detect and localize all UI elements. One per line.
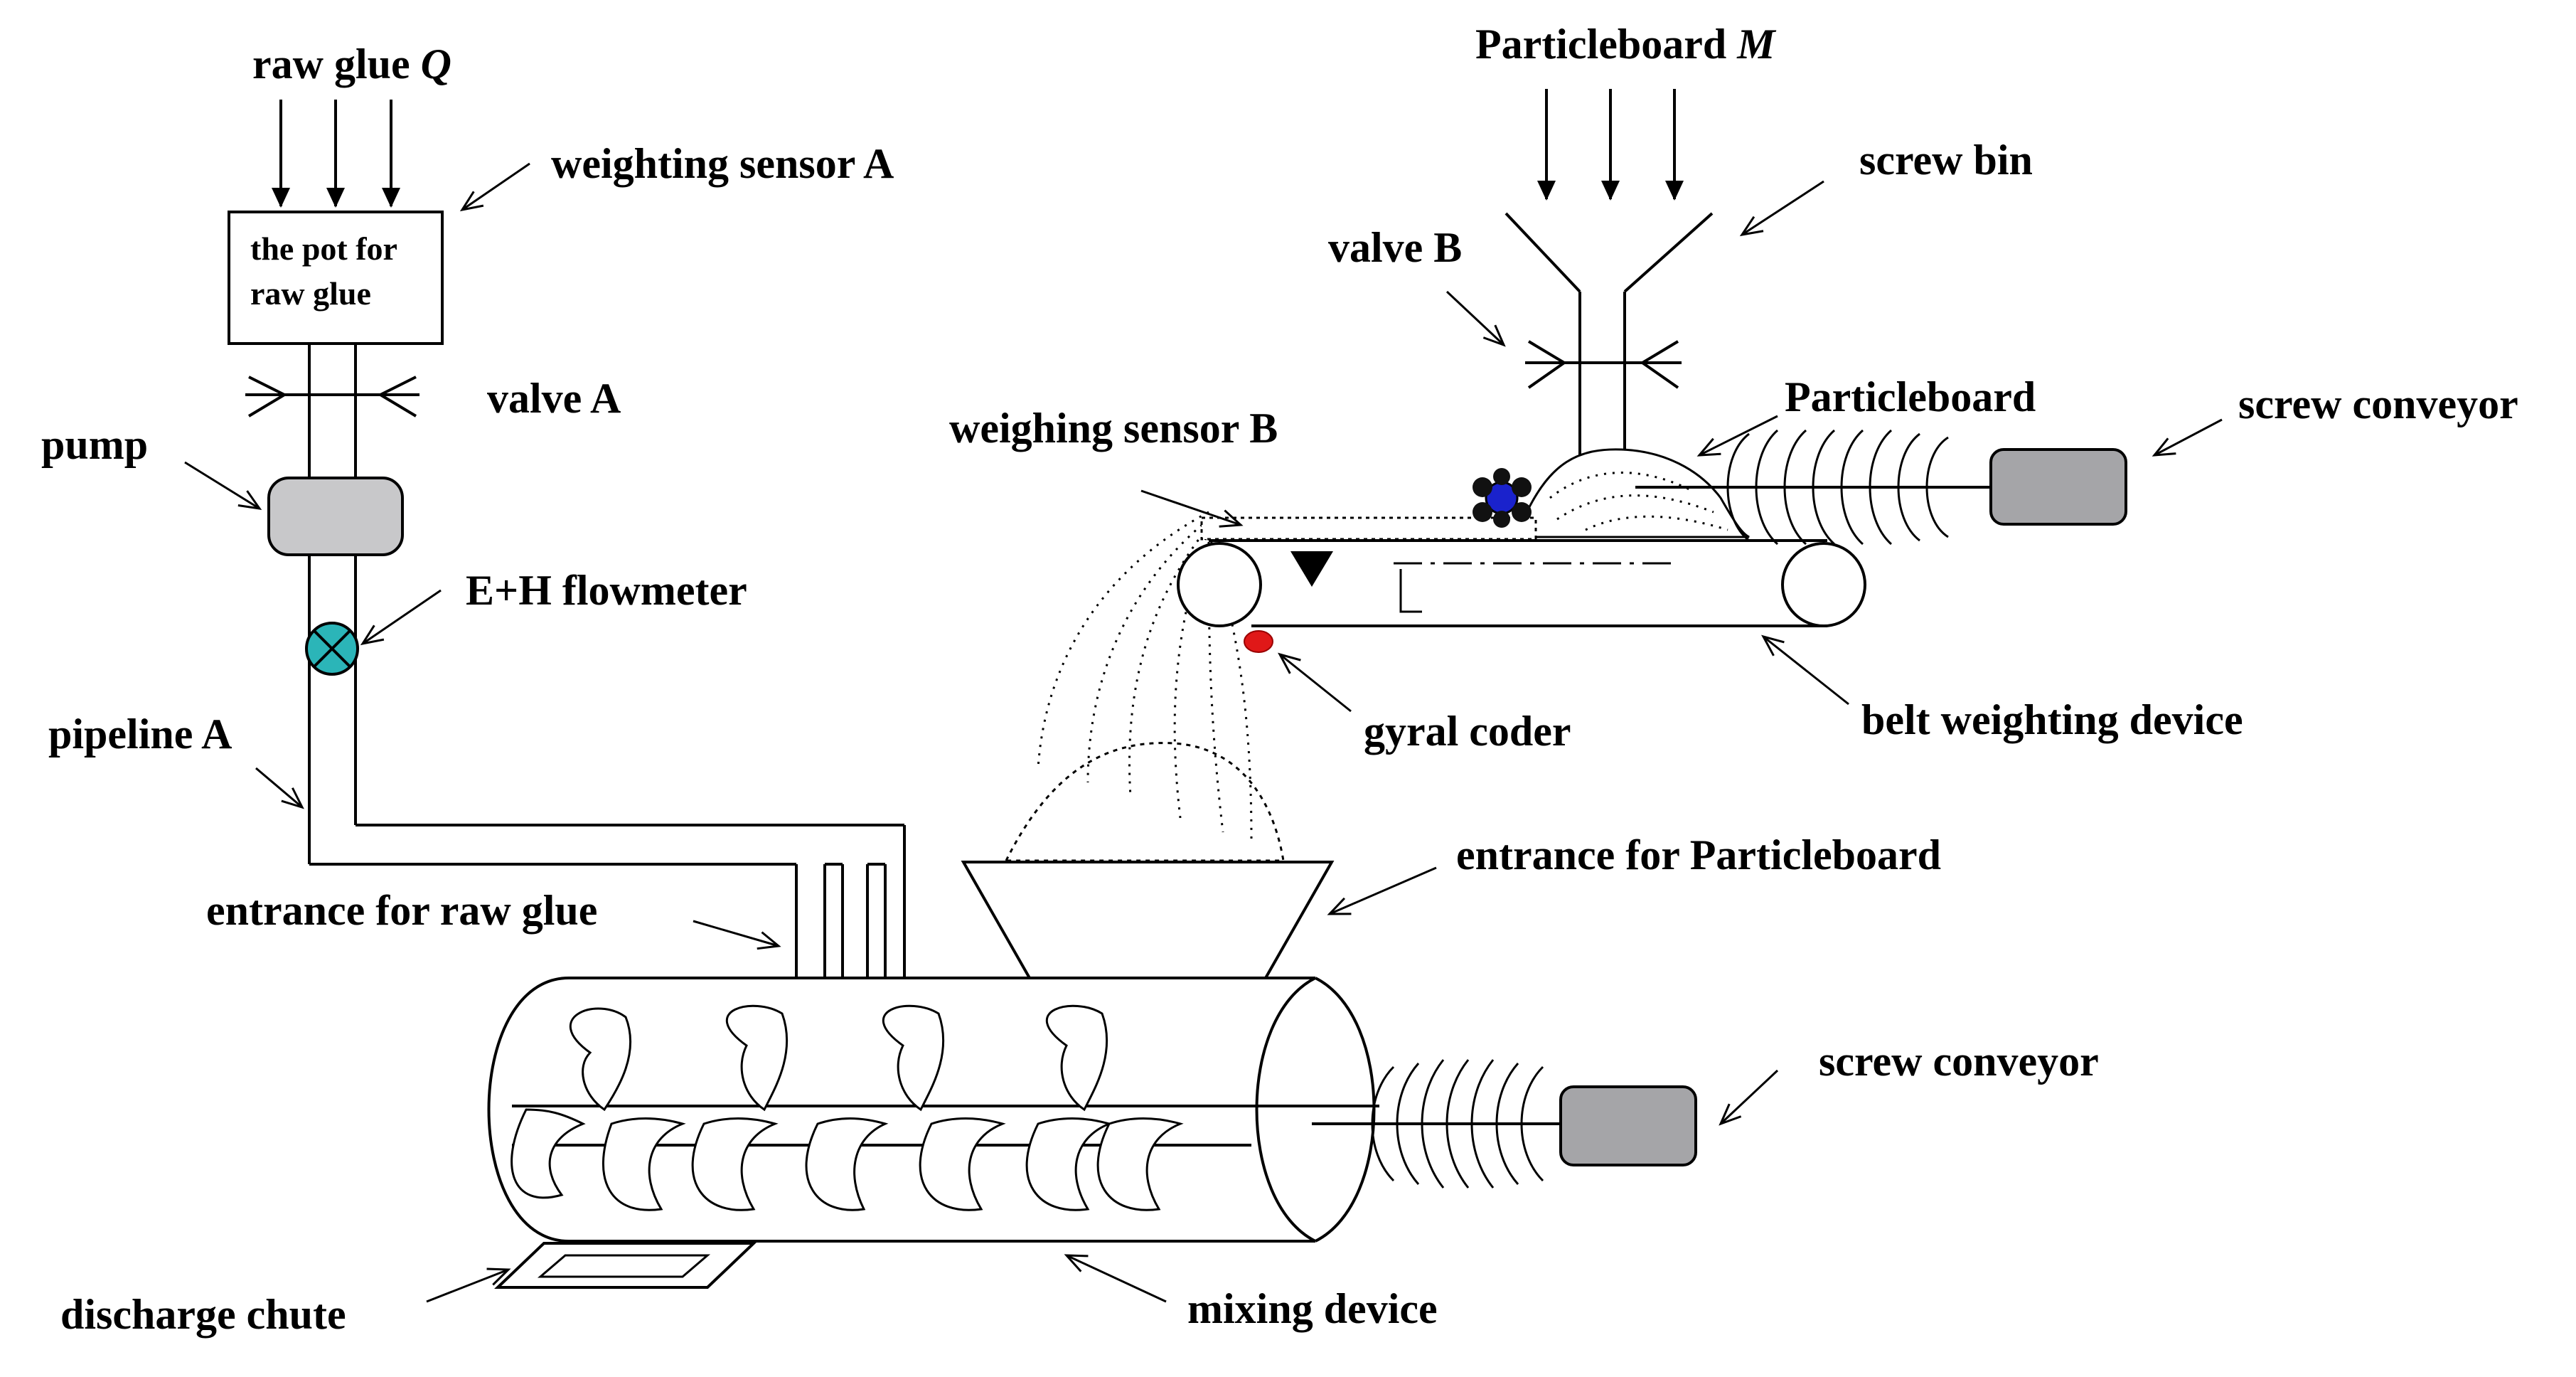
entrance-particleboard-label: entrance for Particleboard xyxy=(1456,831,1941,878)
valve-b-label: valve B xyxy=(1328,224,1462,271)
particleboard-label: Particleboard xyxy=(1785,373,2036,420)
screw-conveyor-bottom-label: screw conveyor xyxy=(1819,1038,2099,1085)
flowmeter-icon xyxy=(305,622,359,676)
mixing-blades xyxy=(511,1004,1184,1211)
particleboard-pointer xyxy=(1696,415,1778,457)
valve-a xyxy=(245,376,419,418)
top-conveyor-motor xyxy=(1989,448,2127,526)
raw-glue-pot xyxy=(228,211,444,345)
pump-pointer xyxy=(184,461,262,511)
pipeline-a-label: pipeline A xyxy=(48,711,232,757)
pump xyxy=(267,477,404,556)
weighing-sensor-b-label: weighing sensor B xyxy=(949,405,1278,452)
entrance-particleboard-pointer xyxy=(1327,866,1437,915)
screw-bin-pointer xyxy=(1739,180,1824,237)
raw-glue-inlet-arrows xyxy=(272,100,400,208)
gyral-coder-pointer xyxy=(1278,652,1352,713)
belt-weighting-device-pointer xyxy=(1761,634,1849,706)
weighing-sensor-b-icon xyxy=(1290,551,1333,587)
particle-pile-lower xyxy=(1004,742,1285,862)
flowmeter-label: E+H flowmeter xyxy=(466,567,747,614)
pot-label-line2: raw glue xyxy=(250,275,371,312)
gyral-coder-label: gyral coder xyxy=(1364,708,1571,755)
entrance-raw-glue-pointer xyxy=(693,920,781,950)
weighting-sensor-a-pointer xyxy=(459,162,530,212)
bottom-screw-conveyor xyxy=(1312,1059,1564,1189)
particleboard-m-label: Particleboard M xyxy=(1475,21,1777,68)
raw-glue-label: raw glue Q xyxy=(252,41,451,87)
entrance-raw-glue-label: entrance for raw glue xyxy=(206,887,597,934)
screw-conveyor-top-label: screw conveyor xyxy=(2238,381,2518,427)
pump-label: pump xyxy=(41,421,148,468)
particleboard-entrance-hopper xyxy=(961,861,1335,979)
weighing-sensor-b-pointer xyxy=(1140,489,1244,528)
blue-marker-icon xyxy=(1473,468,1532,528)
discharge-chute-label: discharge chute xyxy=(60,1291,346,1338)
weighting-sensor-a-label: weighting sensor A xyxy=(551,140,894,187)
gyral-coder-icon xyxy=(1244,630,1273,653)
screw-conveyor-bottom-pointer xyxy=(1719,1069,1779,1126)
belt-weighting-device-label: belt weighting device xyxy=(1861,696,2243,743)
glue-pipe xyxy=(308,344,906,978)
top-screw-conveyor xyxy=(1635,429,1994,546)
particle-pile-texture xyxy=(1549,472,1728,531)
mixing-device-pointer xyxy=(1064,1254,1167,1303)
particle-pile-belt xyxy=(1524,448,1750,538)
screw-conveyor-top-pointer xyxy=(2152,418,2223,457)
pipeline-a-pointer xyxy=(255,767,304,809)
screw-bin xyxy=(1505,212,1714,455)
bottom-conveyor-motor xyxy=(1559,1085,1697,1166)
particleboard-inlet-arrows xyxy=(1537,89,1684,201)
valve-a-label: valve A xyxy=(487,375,621,422)
belt-weighting-device xyxy=(1177,539,1866,627)
valve-b-pointer xyxy=(1445,290,1506,347)
pot-label-line1: the pot for xyxy=(250,230,397,267)
discharge-chute xyxy=(494,1242,757,1289)
screw-bin-label: screw bin xyxy=(1859,137,2033,184)
flowmeter-pointer xyxy=(360,589,442,646)
discharge-chute-pointer xyxy=(426,1267,511,1303)
mixing-device-label: mixing device xyxy=(1187,1285,1438,1332)
valve-b xyxy=(1525,340,1682,389)
